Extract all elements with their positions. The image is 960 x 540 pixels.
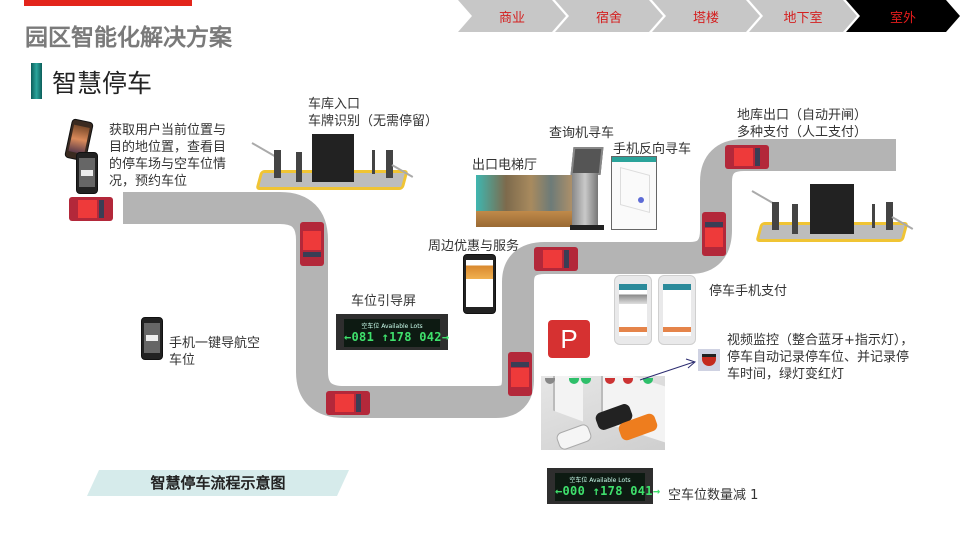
car-icon [702,212,726,256]
elevator-hall-label: 出口电梯厅 [472,158,538,173]
step-navigate-text: 手机一键导航空 车位 [169,336,261,368]
tab-label: 室外 [889,10,916,26]
section-title: 智慧停车 [52,69,153,98]
car-icon [508,352,532,396]
available-count-led-board: 空车位 Available Lots ←000 ↑178 041→ [547,468,661,504]
smartphone-icon [76,152,98,194]
guide-screen-label: 车位引导屏 [351,294,417,309]
tab-dormitory[interactable]: 宿舍 [555,0,663,32]
dome-camera-icon [698,349,720,371]
parking-sign-letter: P [560,323,578,354]
video-monitor-text: 视频监控（整合蓝牙+指示灯）， 停车自动记录停车位、并记录停 车时间，绿灯变红灯 [727,333,914,382]
section-accent-bar [31,63,42,99]
car-icon [534,247,578,271]
step-locate-text: 获取用户当前位置与 目的地位置，查看目 的停车场与空车位情 况，预约车位 [109,123,227,189]
elevator-hall-photo [476,175,576,227]
top-accent-bar [24,0,192,6]
board-caption: 空车位 Available Lots [569,477,631,484]
step-exit-text: 地库出口（自动开闸） 多种支付（人工支付） [737,108,868,140]
tab-outdoor[interactable]: 室外 [846,0,960,32]
nearby-services-label: 周边优惠与服务 [428,239,520,254]
board-digits: ←081 ↑178 042→ [344,330,450,344]
map-screen-icon [611,156,657,230]
car-icon [300,222,324,266]
diagram-caption: 智慧停车流程示意图 [150,474,286,492]
guidance-led-board: 空车位 Available Lots ←081 ↑178 042→ [336,314,450,350]
smartphone-icon [463,254,496,314]
page-title: 园区智能化解决方案 [25,25,232,51]
toll-booth-icon [751,180,914,242]
board-caption: 空车位 Available Lots [361,323,423,330]
tab-basement[interactable]: 地下室 [749,0,857,32]
smartphone-icon [658,275,696,345]
tab-label: 塔楼 [692,10,719,26]
chevron-nav: 商业 宿舍 塔楼 地下室 室外 [458,0,960,32]
tab-label: 宿舍 [595,10,622,26]
car-icon [326,391,370,415]
diagram-caption-banner [87,470,349,496]
board-digits: ←000 ↑178 041→ [555,484,661,498]
step-entrance-text: 车库入口 车牌识别（无需停留） [308,97,439,129]
reverse-search-label: 手机反向寻车 [613,142,692,157]
count-decrement-label: 空车位数量减 1 [668,488,759,503]
car-icon [69,197,113,221]
parking-sign-icon: P [548,320,590,358]
tab-commercial[interactable]: 商业 [458,0,566,32]
smartphone-icon [141,317,163,360]
query-kiosk-icon [566,147,606,231]
car-icon [725,145,769,169]
kiosk-label: 查询机寻车 [549,126,615,141]
tab-tower[interactable]: 塔楼 [652,0,760,32]
tab-label: 商业 [498,10,525,26]
tab-label: 地下室 [783,10,823,26]
smartphone-icon [614,275,652,345]
toll-booth-icon [251,128,414,190]
parking-lot-illustration [541,376,665,450]
mobile-pay-label: 停车手机支付 [709,284,788,299]
